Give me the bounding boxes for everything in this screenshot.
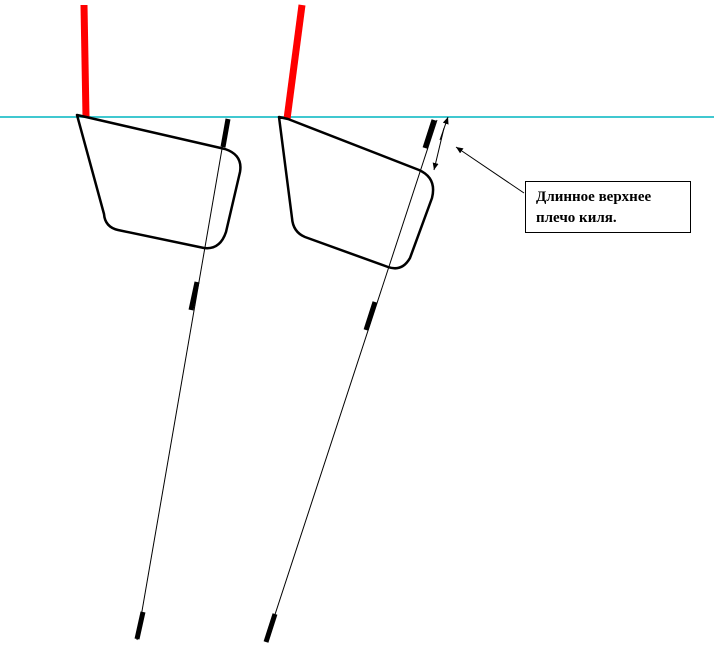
right-mast xyxy=(283,4,306,120)
upper-arm-dimension-arrow-lower xyxy=(432,127,445,171)
right-keel-mid-mark xyxy=(363,301,378,331)
left-keel-line xyxy=(136,119,228,641)
callout-line-2: плечо киля. xyxy=(536,210,617,226)
right-keel-upper-arm xyxy=(422,119,437,149)
left-keel-upper-arm xyxy=(220,118,231,148)
left-keel-mid-mark xyxy=(188,281,200,311)
right-hull xyxy=(277,115,435,270)
callout-line-1: Длинное верхнее xyxy=(536,189,652,205)
left-keel-assembly xyxy=(75,4,242,641)
left-keel-bottom-mark xyxy=(134,611,146,640)
right-keel-line xyxy=(265,119,438,643)
callout-label: Длинное верхнее плечо киля. xyxy=(525,181,691,233)
right-keel-bottom-mark xyxy=(263,613,278,643)
right-keel-assembly xyxy=(263,4,438,643)
left-hull xyxy=(75,113,242,250)
left-mast xyxy=(80,4,90,118)
callout-pointer xyxy=(455,146,525,194)
